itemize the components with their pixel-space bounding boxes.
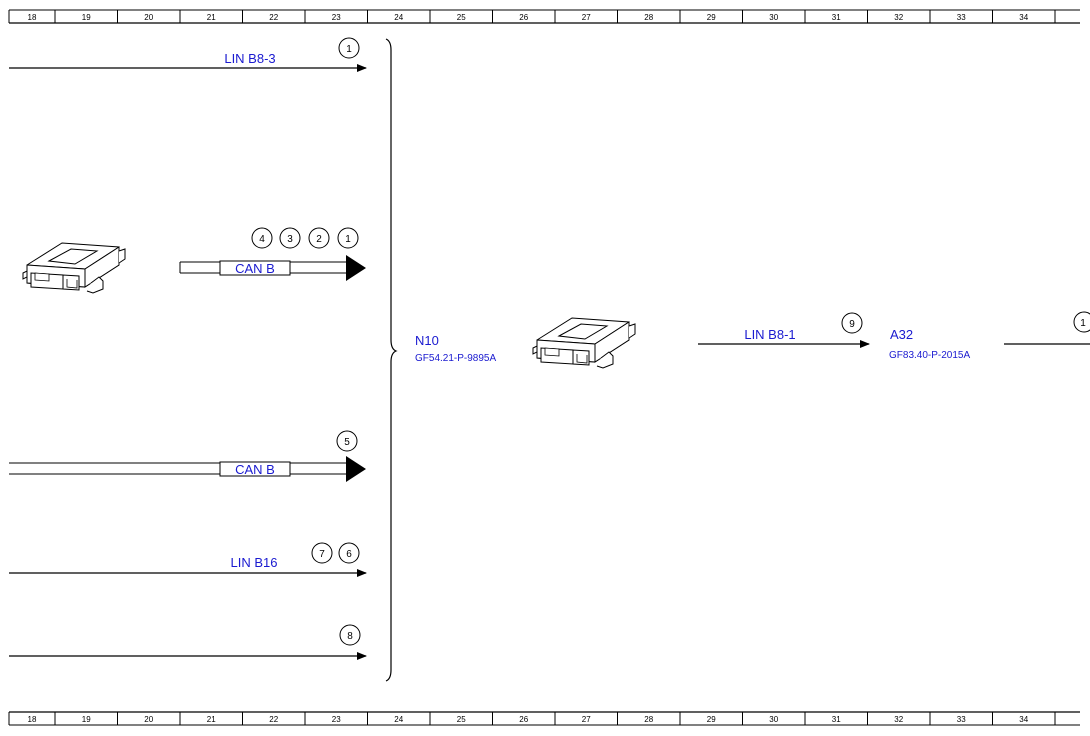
ruler-top-number: 25 [457,13,466,22]
ruler-bottom-number: 29 [707,715,716,724]
ruler-bottom-number: 22 [269,715,278,724]
ruler-top-number: 22 [269,13,278,22]
ruler-bottom-number: 34 [1019,715,1028,724]
svg-text:2: 2 [316,234,322,245]
ruler-top-number: 30 [769,13,778,22]
svg-text:5: 5 [344,437,350,448]
badge-8: 8 [339,624,361,646]
can-b-lower-arrow [346,456,366,482]
ruler-top: 18 19 20 21 22 23 24 25 26 27 28 29 30 31 32 33 34 [8,9,1080,24]
ruler-top-number: 27 [582,13,591,22]
ruler-bottom-number: 28 [644,715,653,724]
ruler-top-number: 19 [82,13,91,22]
ruler-bottom-number: 24 [394,715,403,724]
badge-6: 6 [338,542,360,564]
a32-component[interactable]: A32 GF83.40-P-2015A [889,327,970,361]
ruler-bottom-number: 25 [457,715,466,724]
svg-text:8: 8 [347,631,353,642]
group-brace [385,38,398,682]
lin-b8-3-connection: LIN B8-3 1 [9,37,367,72]
can-b-upper-connection: CAN B 4 3 2 1 [179,227,366,281]
badge-4: 4 [251,227,273,249]
ruler-top-number: 32 [894,13,903,22]
lin-b8-3-label: LIN B8-3 [224,51,275,66]
right-edge-connection: 1 [1004,311,1090,345]
line-8-connection: 8 [9,624,367,660]
ruler-top-number: 33 [957,13,966,22]
a32-code: A32 [890,327,913,342]
can-b-upper-label: CAN B [235,261,275,276]
svg-text:4: 4 [259,234,265,245]
module-left-icon [22,242,126,294]
ruler-bottom-number: 26 [519,715,528,724]
ruler-bottom-number: 21 [207,715,216,724]
svg-text:6: 6 [346,549,352,560]
badge-1-mid: 1 [337,227,359,249]
badge-2: 2 [308,227,330,249]
ruler-bottom: 18 19 20 21 22 23 24 25 26 27 28 29 30 31 32 33 34 [8,711,1080,726]
ruler-top-number: 31 [832,13,841,22]
can-b-lower-box [219,461,291,477]
ruler-bottom-number: 30 [769,715,778,724]
ruler-top-number: 18 [28,13,37,22]
lin-b8-1-label: LIN B8-1 [744,327,795,342]
lin-b16-connection: LIN B16 7 6 [9,542,367,577]
svg-text:1: 1 [1080,318,1086,329]
svg-text:1: 1 [345,234,351,245]
can-b-upper-box [219,260,291,276]
badge-5: 5 [336,430,358,452]
a32-doc-ref[interactable]: GF83.40-P-2015A [889,350,970,361]
can-b-lower-label: CAN B [235,462,275,477]
ruler-bottom-number: 31 [832,715,841,724]
ruler-top-number: 21 [207,13,216,22]
ruler-bottom-number: 32 [894,715,903,724]
ruler-bottom-number: 19 [82,715,91,724]
ruler-bottom-number: 23 [332,715,341,724]
svg-text:7: 7 [319,549,325,560]
badge-9: 9 [841,312,863,334]
n10-code: N10 [415,333,439,348]
svg-text:9: 9 [849,319,855,330]
badge-7: 7 [311,542,333,564]
can-b-upper-arrow [346,255,366,281]
badge-3: 3 [279,227,301,249]
lin-b8-1-connection: LIN B8-1 9 [698,312,870,348]
ruler-top-number: 28 [644,13,653,22]
ruler-bottom-number: 18 [28,715,37,724]
ruler-top-number: 24 [394,13,403,22]
ruler-bottom-number: 20 [144,715,153,724]
n10-doc-ref[interactable]: GF54.21-P-9895A [415,353,496,364]
lin-b16-label: LIN B16 [231,555,278,570]
ruler-top-number: 29 [707,13,716,22]
module-center-icon [532,317,636,369]
ruler-top-number: 20 [144,13,153,22]
ruler-bottom-number: 27 [582,715,591,724]
ruler-top-number: 34 [1019,13,1028,22]
svg-text:1: 1 [346,44,352,55]
n10-component[interactable]: N10 GF54.21-P-9895A [415,333,496,364]
badge-1-top: 1 [338,37,360,59]
badge-edge: 1 [1073,311,1090,333]
ruler-bottom-number: 33 [957,715,966,724]
ruler-top-number: 26 [519,13,528,22]
svg-text:3: 3 [287,234,293,245]
ruler-top-number: 23 [332,13,341,22]
can-b-lower-connection: CAN B 5 [9,430,366,482]
